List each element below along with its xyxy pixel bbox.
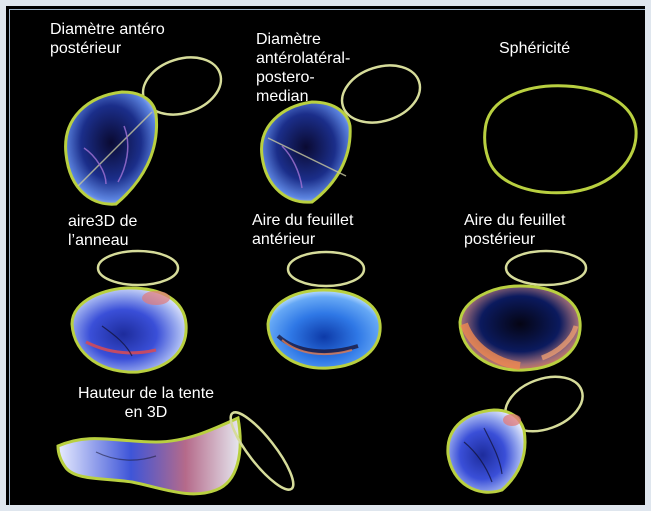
annulus-surface bbox=[262, 102, 351, 202]
label-annulus-area: aire3D de l’anneau bbox=[68, 212, 137, 250]
label-posterior-leaflet-area: Aire du feuillet postérieur bbox=[464, 211, 565, 249]
label-sphericity: Sphéricité bbox=[499, 39, 570, 58]
label-al-pm-diameter: Diamètre antérolatéral- postero- median bbox=[256, 30, 350, 106]
valve-ap-diameter bbox=[66, 48, 229, 204]
label-tenting-height: Hauteur de la tente en 3D bbox=[44, 384, 248, 422]
valve-anterior-leaflet bbox=[268, 252, 380, 368]
annulus-surface bbox=[58, 418, 240, 494]
valve-sphericity bbox=[485, 86, 636, 193]
saddle-ring bbox=[98, 251, 178, 285]
annulus-outline bbox=[485, 86, 636, 193]
annulus-surface bbox=[66, 92, 157, 204]
valve-annulus-area bbox=[72, 251, 186, 372]
label-ap-diameter: Diamètre antéro postérieur bbox=[50, 20, 165, 58]
saddle-ring bbox=[288, 252, 364, 286]
annulus-surface bbox=[268, 290, 380, 368]
annulus-surface bbox=[460, 286, 580, 370]
saddle-ring bbox=[506, 251, 586, 285]
annulus-surface bbox=[72, 288, 186, 372]
valve-posterior-leaflet bbox=[460, 251, 586, 370]
valve-3d-right bbox=[448, 367, 590, 492]
label-anterior-leaflet-area: Aire du feuillet antérieur bbox=[252, 211, 353, 249]
